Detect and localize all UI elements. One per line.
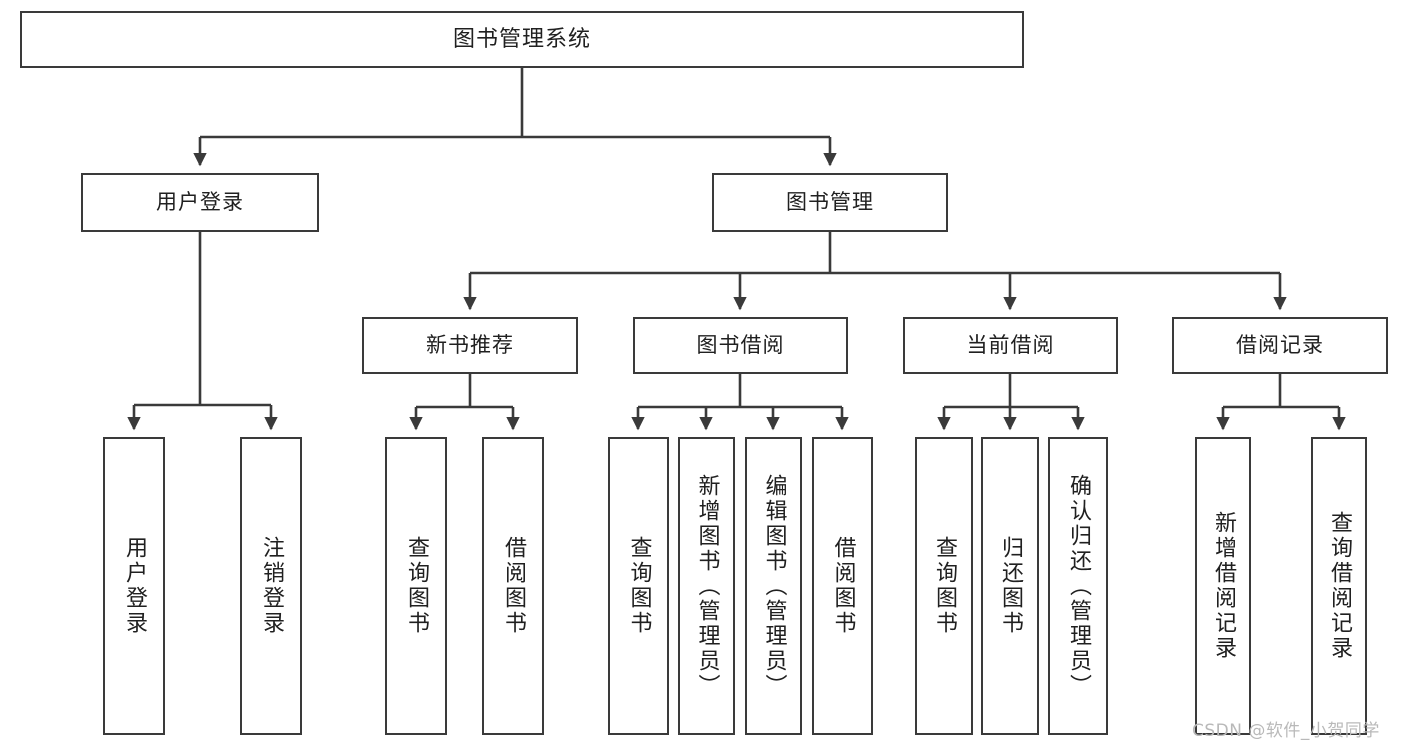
leaf-query-book-borrow[interactable]: 查询图书 [608,437,669,735]
node-user-login[interactable]: 用户登录 [81,173,319,232]
node-book-borrow[interactable]: 图书借阅 [633,317,848,374]
node-book-management[interactable]: 图书管理 [712,173,948,232]
leaf-logout[interactable]: 注销登录 [240,437,302,735]
leaf-add-borrow-record[interactable]: 新增借阅记录 [1195,437,1251,735]
leaf-add-book-admin-label: 新增图书（管理员） [694,473,720,699]
node-book-borrow-label: 图书借阅 [696,333,785,358]
node-root[interactable]: 图书管理系统 [20,11,1024,68]
leaf-return-book[interactable]: 归还图书 [981,437,1039,735]
leaf-query-borrow-record[interactable]: 查询借阅记录 [1311,437,1367,735]
node-borrow-record[interactable]: 借阅记录 [1172,317,1388,374]
node-current-borrow[interactable]: 当前借阅 [903,317,1118,374]
node-user-login-label: 用户登录 [156,190,244,215]
leaf-query-book-current[interactable]: 查询图书 [915,437,973,735]
node-new-book-recommend[interactable]: 新书推荐 [362,317,578,374]
watermark: CSDN @软件_小贺同学 [1192,721,1380,741]
leaf-query-book-borrow-label: 查询图书 [626,536,652,636]
leaf-query-book-recommend[interactable]: 查询图书 [385,437,447,735]
leaf-user-login-label: 用户登录 [122,536,147,636]
leaf-confirm-return-admin-label: 确认归还（管理员） [1066,473,1091,699]
leaf-borrow-book-recommend-label: 借阅图书 [501,536,526,636]
leaf-add-book-admin[interactable]: 新增图书（管理员） [678,437,735,735]
leaf-borrow-book-label: 借阅图书 [830,536,856,636]
leaf-borrow-book-recommend[interactable]: 借阅图书 [482,437,544,735]
leaf-return-book-label: 归还图书 [998,536,1023,636]
leaf-confirm-return-admin[interactable]: 确认归还（管理员） [1048,437,1108,735]
node-borrow-record-label: 借阅记录 [1236,333,1324,358]
node-new-book-recommend-label: 新书推荐 [426,333,514,358]
leaf-query-borrow-record-label: 查询借阅记录 [1327,511,1352,661]
leaf-borrow-book[interactable]: 借阅图书 [812,437,873,735]
leaf-logout-label: 注销登录 [259,536,284,636]
leaf-query-book-current-label: 查询图书 [932,536,957,636]
node-current-borrow-label: 当前借阅 [966,333,1055,358]
leaf-edit-book-admin[interactable]: 编辑图书（管理员） [745,437,802,735]
node-root-label: 图书管理系统 [452,26,591,52]
node-book-management-label: 图书管理 [786,190,874,215]
leaf-edit-book-admin-label: 编辑图书（管理员） [761,473,787,699]
leaf-add-borrow-record-label: 新增借阅记录 [1211,511,1236,661]
leaf-user-login[interactable]: 用户登录 [103,437,165,735]
leaf-query-book-recommend-label: 查询图书 [404,536,429,636]
